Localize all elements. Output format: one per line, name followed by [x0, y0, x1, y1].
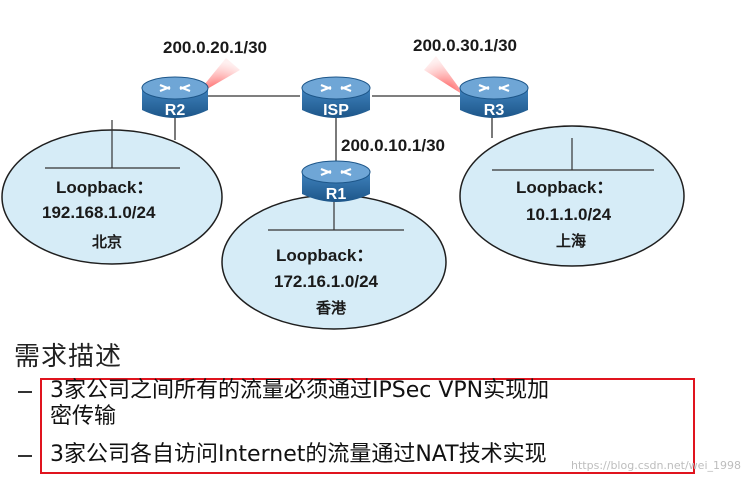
loopback-label-hongkong: Loopback： — [276, 246, 373, 265]
city-shanghai: 上海 — [556, 232, 586, 250]
router-arrows-icon — [478, 83, 510, 93]
router-arrows-icon — [159, 83, 191, 93]
site-shanghai-ellipse — [459, 125, 685, 267]
requirement-item-1-line1: 3家公司之间所有的流量必须通过IPSec VPN实现加 — [50, 378, 550, 403]
router-label-r2: R2 — [165, 102, 186, 119]
ip-label-r2-isp: 200.0.20.1/30 — [163, 38, 267, 57]
router-arrows-icon — [320, 167, 352, 177]
watermark: https://blog.csdn.net/wei_1998 — [571, 459, 741, 472]
requirement-item-1-line2: 密传输 — [50, 404, 117, 429]
requirements-title: 需求描述 — [14, 342, 123, 372]
city-beijing: 北京 — [92, 233, 122, 251]
router-isp — [301, 76, 371, 118]
requirements-highlight-box — [40, 378, 695, 474]
network-hongkong: 172.16.1.0/24 — [274, 272, 379, 291]
router-label-r1: R1 — [326, 186, 347, 203]
router-r2 — [141, 76, 209, 118]
loopback-stub-beijing — [45, 120, 180, 169]
city-hongkong: 香港 — [316, 299, 347, 317]
ip-label-isp-r1: 200.0.10.1/30 — [341, 136, 445, 155]
network-shanghai: 10.1.1.0/24 — [526, 205, 612, 224]
bullet-dash — [18, 391, 32, 393]
requirement-item-2-line1: 3家公司各自访问Internet的流量通过NAT技术实现 — [50, 442, 547, 467]
router-r1 — [301, 160, 371, 202]
loopback-stub-shanghai — [492, 138, 654, 171]
network-beijing: 192.168.1.0/24 — [42, 203, 156, 222]
router-arrows-icon — [320, 83, 352, 93]
router-label-r3: R3 — [484, 102, 505, 119]
router-label-isp: ISP — [323, 102, 349, 119]
loopback-label-beijing: Loopback： — [56, 178, 153, 197]
ip-label-isp-r3: 200.0.30.1/30 — [413, 36, 517, 55]
interface-marker-r3 — [424, 56, 465, 96]
loopback-label-shanghai: Loopback： — [516, 178, 613, 197]
router-r3 — [459, 76, 529, 118]
bullet-dash — [18, 455, 32, 457]
